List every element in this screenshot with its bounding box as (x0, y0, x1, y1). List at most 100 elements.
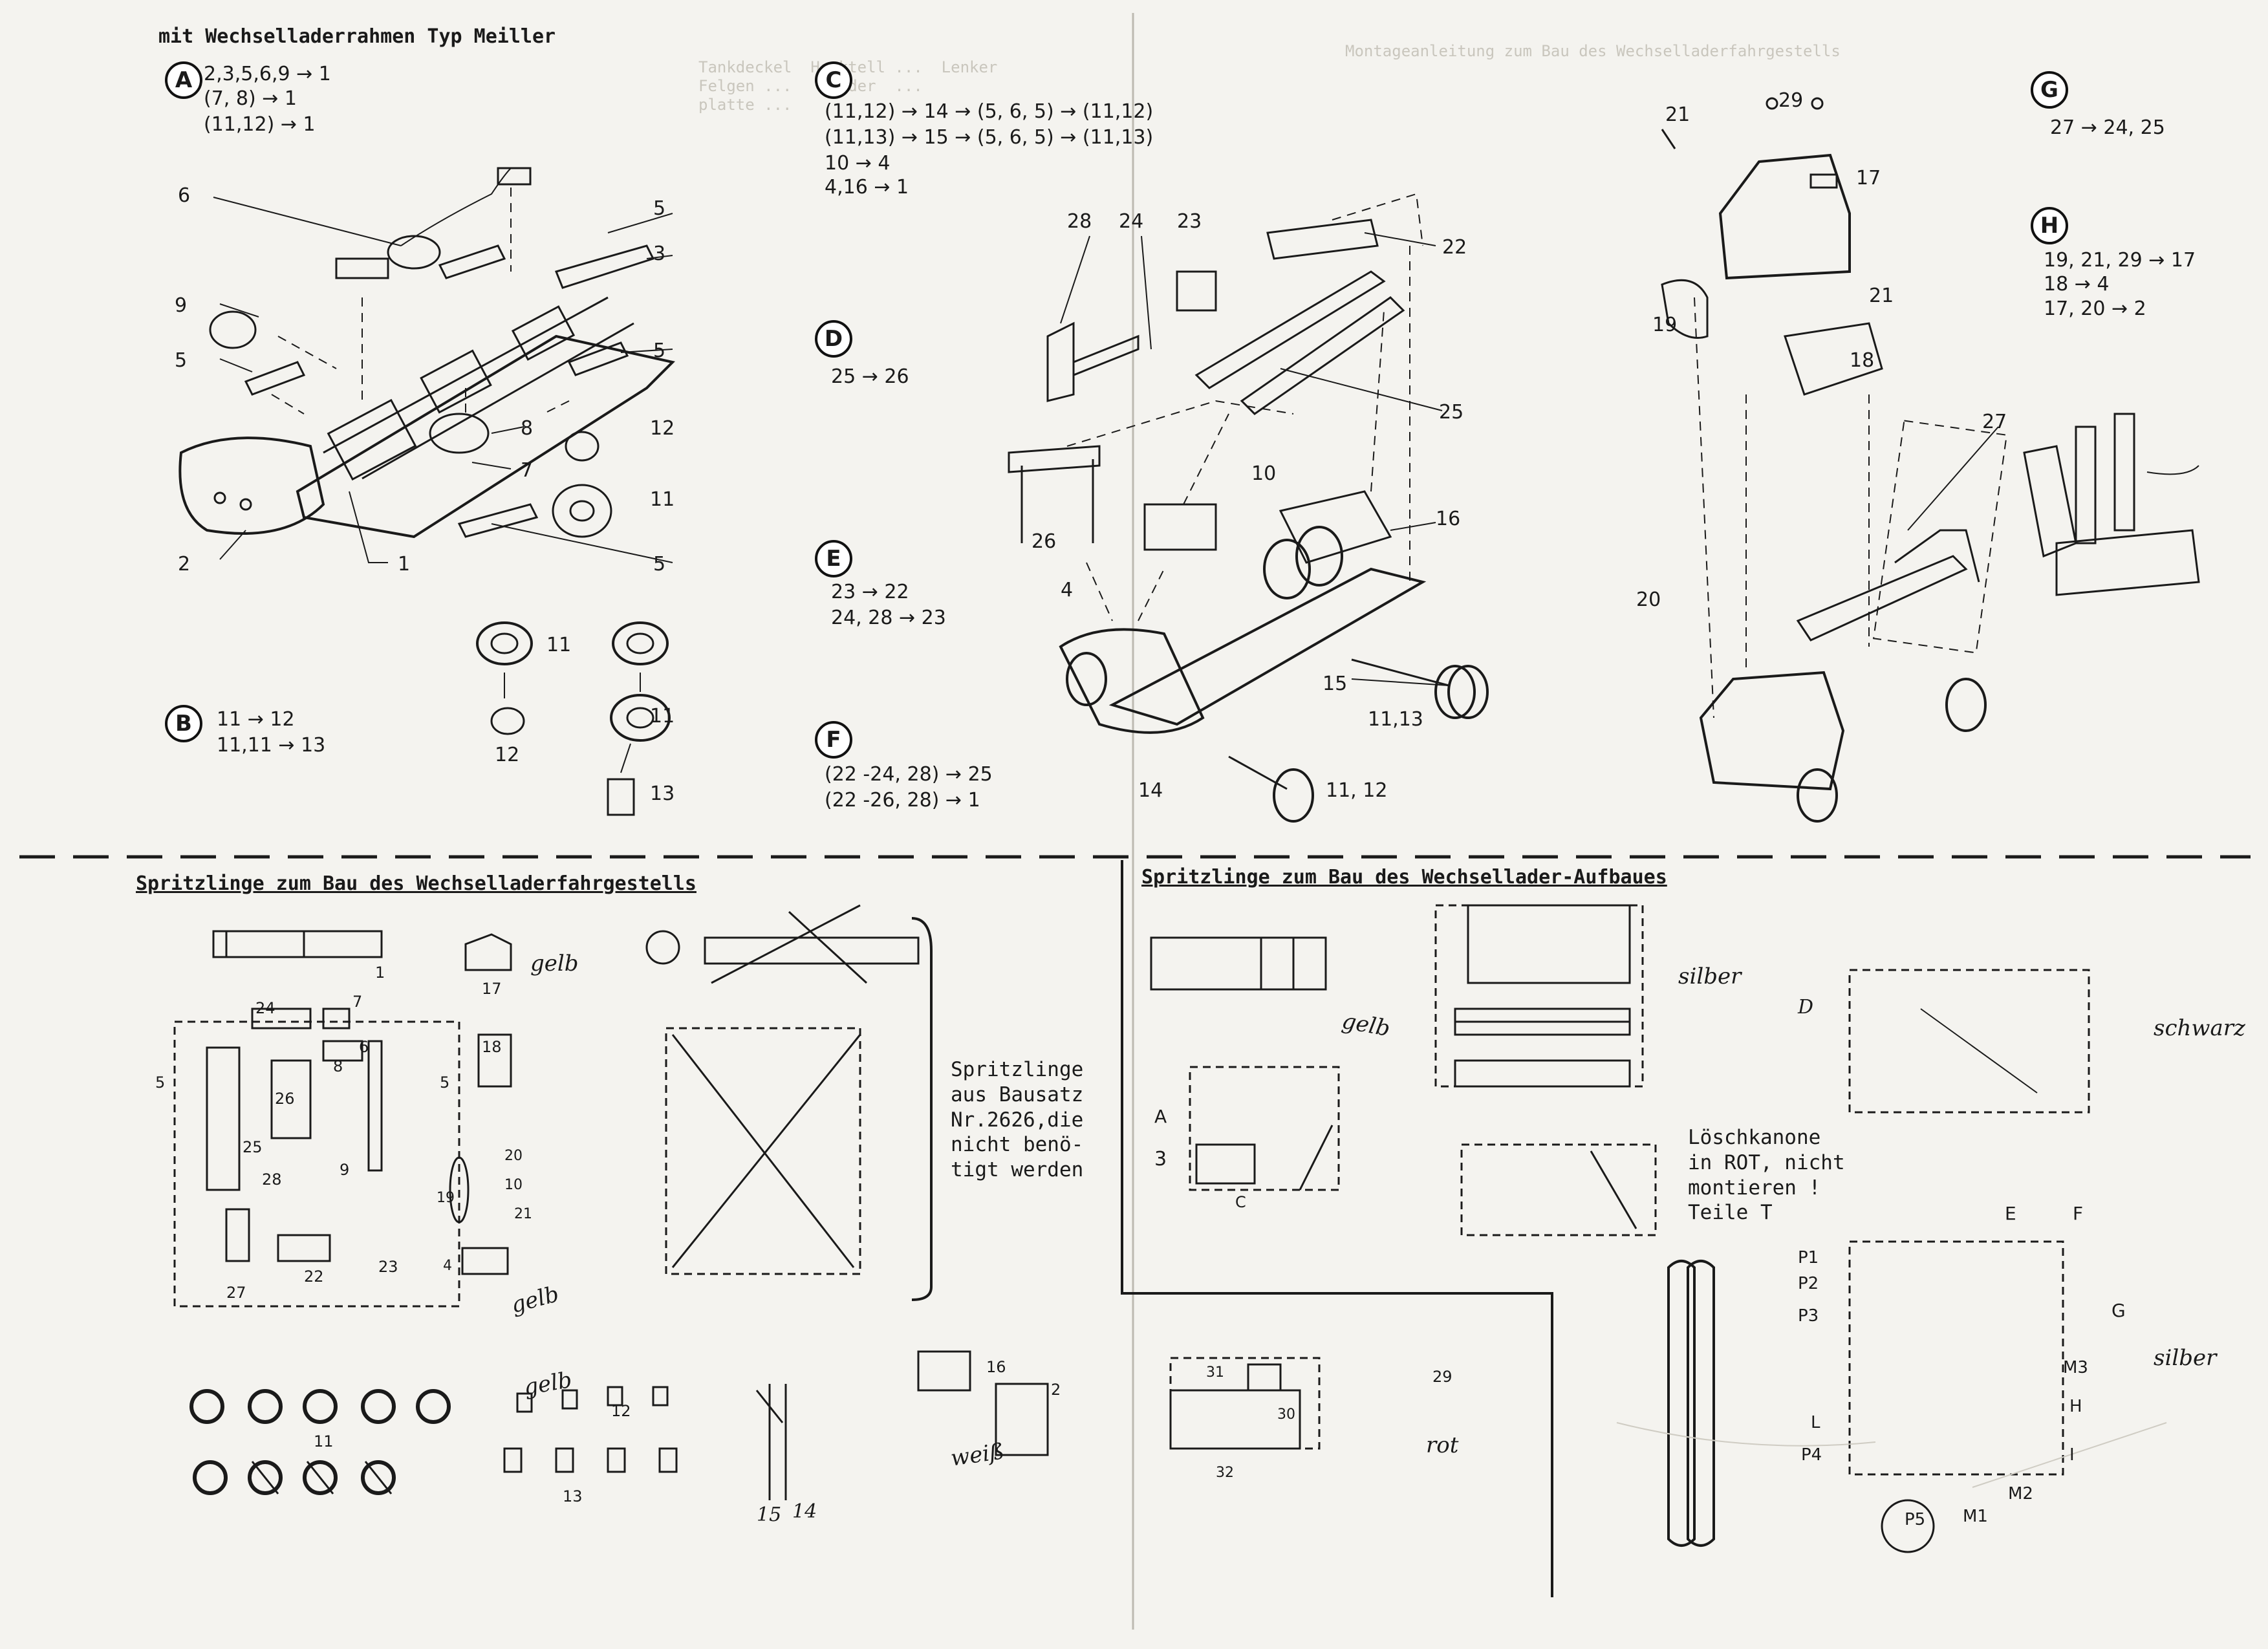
sprue-label-8: 8 (333, 1057, 343, 1075)
sprue-label-7: 7 (352, 993, 363, 1011)
step-b-rule-1: 11 → 12 (217, 708, 295, 731)
sprue-label-16: 16 (986, 1358, 1006, 1376)
callout-c-24: 24 (1119, 210, 1144, 233)
sprue-label-5a: 5 (155, 1073, 166, 1092)
sprue-label-P1: P1 (1798, 1248, 1819, 1267)
callout-g-29: 29 (1778, 89, 1804, 112)
step-badge-b: B (165, 705, 202, 742)
sprue-label-P3: P3 (1798, 1306, 1819, 1326)
sprue-label-H: H (2069, 1397, 2082, 1416)
sprue-label-M2: M2 (2008, 1484, 2033, 1503)
callout-a-9: 9 (175, 294, 188, 317)
sprue-label-29: 29 (1432, 1368, 1453, 1386)
callout-g-19: 19 (1652, 314, 1678, 336)
chassis-sprue-drawing (173, 904, 1049, 1500)
step-c-rule-3: 10 → 4 (825, 152, 891, 175)
sprue-label-32: 32 (1216, 1465, 1234, 1481)
callout-a-11: 11 (650, 488, 675, 511)
sprue-label-I: I (2069, 1445, 2075, 1465)
step-badge-a: A (165, 61, 202, 99)
sprue-label-9: 9 (340, 1161, 350, 1179)
fire-cannon-note: Löschkanone in ROT, nicht montieren ! Te… (1688, 1126, 1845, 1225)
sprue-label-20: 20 (504, 1148, 523, 1164)
callout-a-5c: 5 (653, 339, 666, 362)
sprue-label-4: 4 (443, 1258, 452, 1274)
sprue-label-P4: P4 (1801, 1445, 1822, 1465)
step-b-rule-2: 11,11 → 13 (217, 734, 326, 757)
note-rot: rot (1426, 1432, 1459, 1458)
cab-and-complete-truck-drawing (1661, 97, 2200, 823)
step-h-rule-1: 19, 21, 29 → 17 (2044, 249, 2196, 272)
callout-a-5b: 5 (175, 349, 188, 372)
step-badge-f: F (815, 721, 852, 759)
sprue-label-L: L (1811, 1413, 1820, 1432)
sprue-label-F: F (2073, 1203, 2084, 1224)
sprue-label-19: 19 (437, 1190, 455, 1206)
page-heading: mit Wechselladerrahmen Typ Meiller (158, 25, 556, 48)
step-badge-g: G (2031, 71, 2068, 109)
sprue-label-22: 22 (304, 1267, 324, 1286)
callout-a-1: 1 (398, 553, 411, 576)
sprue-label-26: 26 (275, 1090, 295, 1108)
callout-g-20: 20 (1636, 588, 1661, 611)
chassis-with-frame-drawing (1008, 193, 1489, 823)
callout-a-2: 2 (178, 553, 191, 576)
callout-c-11-12: 11, 12 (1326, 779, 1388, 802)
sprue-label-10: 10 (504, 1177, 523, 1193)
sprue-label-G: G (2111, 1300, 2126, 1321)
callout-g-17: 17 (1856, 167, 1881, 189)
sprue-label-15: 15 (757, 1503, 782, 1526)
callout-c-23: 23 (1177, 210, 1202, 233)
step-e-rule-2: 24, 28 → 23 (831, 607, 946, 629)
step-a-rule-1: 2,3,5,6,9 → 1 (204, 63, 331, 85)
body-sprue-drawing (1150, 904, 2167, 1553)
sprue-label-17: 17 (482, 980, 502, 998)
sprue-label-6: 6 (359, 1038, 369, 1056)
step-d-rule-1: 25 → 26 (831, 365, 909, 388)
body-sprues-heading: Spritzlinge zum Bau des Wechsellader-Auf… (1141, 866, 1667, 889)
step-h-rule-3: 17, 20 → 2 (2044, 297, 2146, 320)
sprue-label-P2: P2 (1798, 1274, 1819, 1293)
sprue-label-3b: 3 (1154, 1148, 1167, 1170)
callout-a-12: 12 (650, 417, 675, 440)
callout-c-15: 15 (1323, 673, 1348, 695)
callout-c-26: 26 (1031, 530, 1057, 553)
callout-c-16: 16 (1436, 508, 1461, 530)
step-h-rule-2: 18 → 4 (2044, 273, 2110, 296)
sprue-label-21: 21 (514, 1206, 532, 1222)
callout-a-3: 3 (653, 242, 666, 265)
sprue-label-D: D (1798, 996, 1814, 1018)
note-gelb-1: gelb (530, 951, 579, 976)
note-silber-1: silber (1678, 964, 1742, 989)
callout-b-11: 11 (546, 634, 572, 656)
callout-a-5d: 5 (653, 553, 666, 576)
callout-c-25: 25 (1439, 401, 1464, 424)
step-badge-d: D (815, 320, 852, 358)
sprue-label-25: 25 (243, 1138, 263, 1156)
note-schwarz: schwarz (2154, 1015, 2245, 1041)
sprue-label-18: 18 (482, 1038, 502, 1056)
sprue-label-13: 13 (563, 1487, 583, 1505)
sprue-label-M1: M1 (1963, 1507, 1988, 1526)
callout-c-22: 22 (1442, 236, 1467, 259)
callout-a-5: 5 (653, 197, 666, 220)
sprue-label-1: 1 (375, 964, 385, 982)
wheel-assembly-drawing (476, 621, 671, 816)
sprue-label-24: 24 (255, 999, 275, 1017)
sprue-label-M3: M3 (2063, 1358, 2088, 1377)
note-silber-2: silber (2154, 1345, 2217, 1371)
callout-c-4: 4 (1061, 579, 1074, 601)
body-sprue-border (1121, 860, 1553, 1597)
sprue-label-28: 28 (262, 1170, 282, 1189)
step-c-rule-4: 4,16 → 1 (825, 176, 909, 199)
sprue-label-12: 12 (611, 1402, 631, 1420)
callout-g-27: 27 (1982, 411, 2007, 433)
sprue-label-5b: 5 (440, 1073, 450, 1092)
callout-b-12: 12 (495, 744, 520, 766)
sprue-label-E: E (2005, 1203, 2016, 1224)
callout-c-14: 14 (1138, 779, 1163, 802)
sprue-label-A: A (1154, 1106, 1167, 1127)
sprue-label-14: 14 (792, 1500, 817, 1523)
